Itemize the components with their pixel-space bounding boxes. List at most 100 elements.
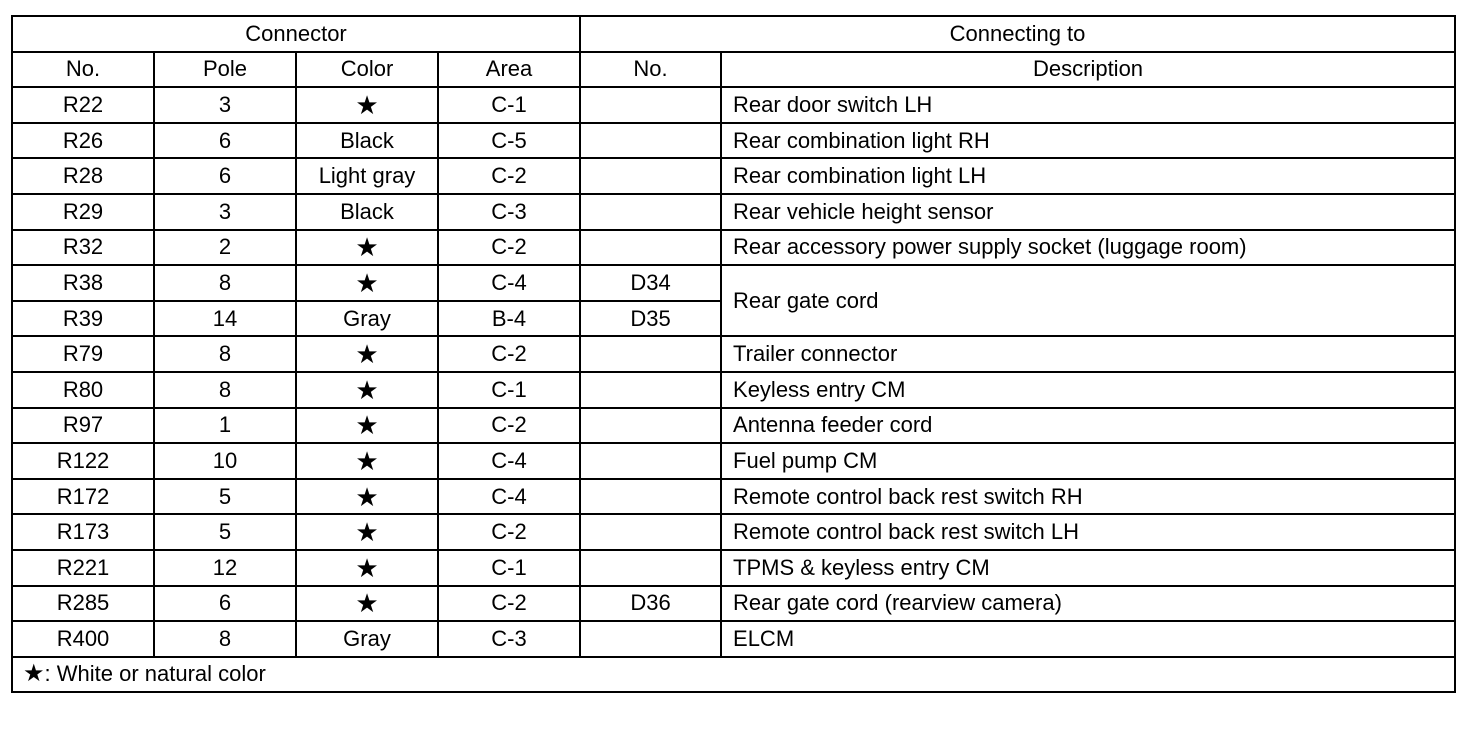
area-cell: B-4: [436, 299, 582, 338]
connecting-no-cell: [579, 86, 723, 124]
color-cell: Light gray: [295, 157, 439, 195]
color-cell: ★: [295, 584, 439, 623]
description-cell: Rear combination light LH: [720, 157, 1457, 195]
connecting-no-cell: [579, 335, 723, 373]
connector-no-cell: R32: [11, 228, 155, 267]
star-icon: ★: [355, 517, 379, 548]
connector-no-cell: R29: [11, 192, 155, 231]
area-cell: C-3: [436, 192, 582, 231]
column-header-area: Area: [436, 50, 582, 89]
pole-cell: 3: [153, 86, 297, 124]
connecting-no-cell: D34: [579, 264, 723, 302]
color-cell: Black: [295, 192, 439, 231]
connector-no-cell: R22: [11, 86, 155, 124]
pole-cell: 12: [153, 548, 297, 587]
star-icon: ★: [355, 481, 379, 512]
connecting-no-cell: [579, 121, 723, 160]
connecting-no-cell: [579, 157, 723, 195]
description-cell: Rear vehicle height sensor: [720, 192, 1457, 231]
column-header-to-no: No.: [579, 50, 723, 89]
description-cell: Rear gate cord: [720, 264, 1457, 338]
pole-cell: 1: [153, 406, 297, 445]
color-cell: Black: [295, 121, 439, 160]
connector-no-cell: R285: [11, 584, 155, 623]
description-cell: Trailer connector: [720, 335, 1457, 373]
pole-cell: 6: [153, 584, 297, 623]
connector-no-cell: R400: [11, 620, 155, 658]
column-header-no: No.: [11, 50, 155, 89]
color-cell: ★: [295, 335, 439, 373]
connector-no-cell: R97: [11, 406, 155, 445]
connector-no-cell: R122: [11, 442, 155, 480]
group-header-row: Connector Connecting to: [10, 15, 1457, 53]
column-header-color: Color: [295, 50, 439, 89]
area-cell: C-3: [436, 620, 582, 658]
connector-no-cell: R221: [11, 548, 155, 587]
area-cell: C-2: [436, 406, 582, 445]
star-icon: ★: [355, 267, 379, 298]
legend-note: ★: White or natural color: [10, 655, 1457, 694]
area-cell: C-1: [436, 370, 582, 409]
pole-cell: 8: [153, 620, 297, 658]
group-header-connector: Connector: [10, 15, 582, 53]
connecting-no-cell: D35: [579, 299, 723, 338]
connecting-no-cell: [579, 370, 723, 409]
description-cell: Remote control back rest switch LH: [720, 513, 1457, 551]
color-cell: Gray: [295, 299, 439, 338]
connector-no-cell: R79: [11, 335, 155, 373]
connecting-no-cell: [579, 620, 723, 658]
pole-cell: 8: [153, 264, 297, 302]
area-cell: C-2: [436, 584, 582, 623]
column-header-pole: Pole: [153, 50, 297, 89]
connector-no-cell: R39: [11, 299, 155, 338]
description-cell: Rear accessory power supply socket (lugg…: [720, 228, 1457, 267]
column-header-description: Description: [720, 50, 1457, 89]
connecting-no-cell: [579, 513, 723, 551]
description-cell: Fuel pump CM: [720, 442, 1457, 480]
star-icon: ★: [355, 232, 379, 263]
pole-cell: 5: [153, 477, 297, 516]
area-cell: C-2: [436, 157, 582, 195]
color-cell: ★: [295, 228, 439, 267]
connector-no-cell: R38: [11, 264, 155, 302]
connector-no-cell: R173: [11, 513, 155, 551]
description-cell: Keyless entry CM: [720, 370, 1457, 409]
connector-no-cell: R28: [11, 157, 155, 195]
connecting-no-cell: [579, 406, 723, 445]
connecting-no-cell: [579, 228, 723, 267]
star-icon: ★: [23, 660, 45, 688]
pole-cell: 6: [153, 157, 297, 195]
description-cell: Remote control back rest switch RH: [720, 477, 1457, 516]
area-cell: C-2: [436, 513, 582, 551]
pole-cell: 8: [153, 335, 297, 373]
area-cell: C-5: [436, 121, 582, 160]
color-cell: ★: [295, 513, 439, 551]
description-cell: Antenna feeder cord: [720, 406, 1457, 445]
star-icon: ★: [355, 339, 379, 370]
column-header-row: No. Pole Color Area No. Description: [11, 50, 1457, 89]
pole-cell: 10: [153, 442, 297, 480]
connecting-no-cell: [579, 477, 723, 516]
area-cell: C-2: [436, 228, 582, 267]
area-cell: C-4: [436, 477, 582, 516]
color-cell: Gray: [295, 620, 439, 658]
connecting-no-cell: [579, 548, 723, 587]
pole-cell: 14: [153, 299, 297, 338]
legend-text: : White or natural color: [44, 661, 266, 687]
connector-no-cell: R80: [11, 370, 155, 409]
color-cell: ★: [295, 406, 439, 445]
connector-no-cell: R172: [11, 477, 155, 516]
